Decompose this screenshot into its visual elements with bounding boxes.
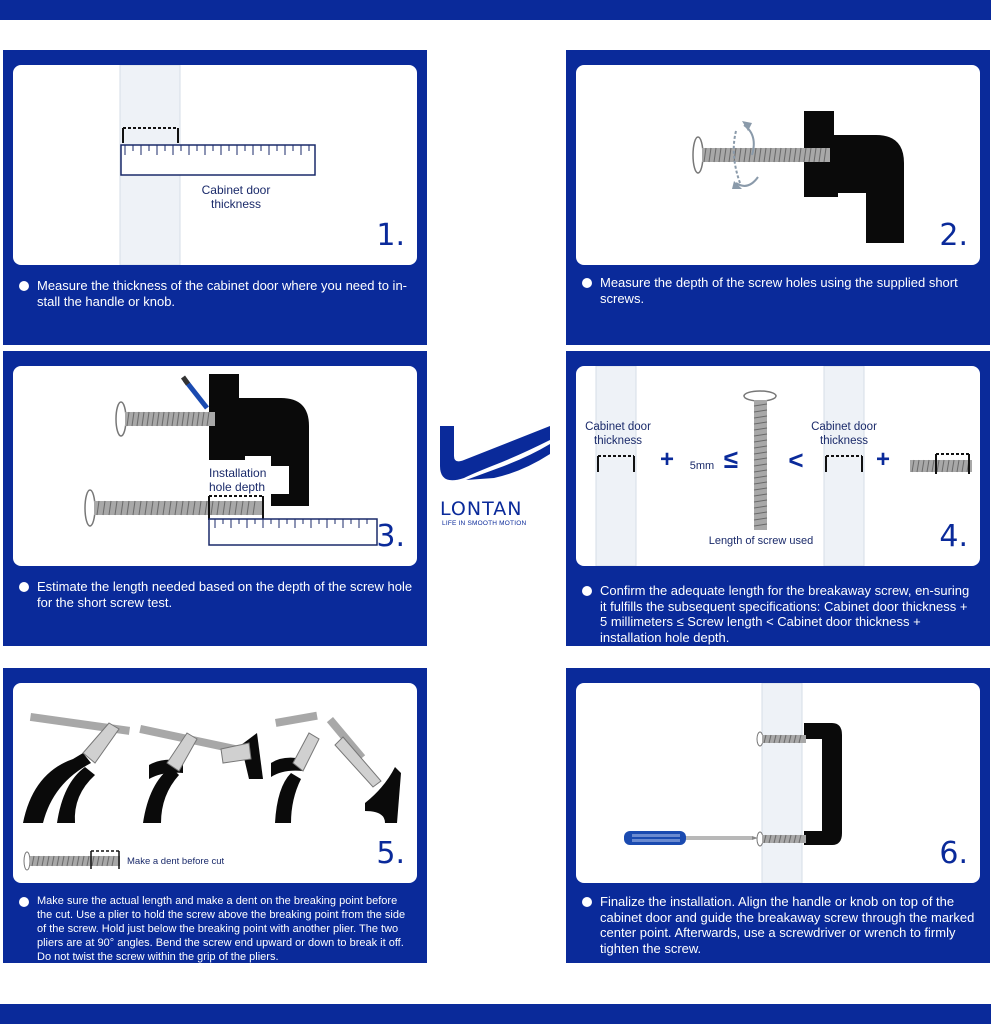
step-5-illustration: Make a dent before cut 5. bbox=[13, 683, 417, 883]
plus-symbol-b: + bbox=[875, 446, 890, 473]
step-3-text: Estimate the length needed based on the … bbox=[17, 579, 413, 610]
step-5-panel: Make a dent before cut 5. Make sure the … bbox=[3, 668, 427, 963]
step-2-text: Measure the depth of the screw holes usi… bbox=[580, 275, 976, 306]
top-band bbox=[0, 0, 991, 20]
handle-screw-depth-illustration bbox=[692, 111, 904, 243]
final-install-illustration bbox=[624, 683, 842, 883]
step-2-illustration: 2. bbox=[576, 65, 980, 265]
step-6-text: Finalize the installation. Align the han… bbox=[580, 894, 976, 956]
brand-tagline: LIFE IN SMOOTH MOTION bbox=[442, 520, 527, 527]
step-2-number: 2. bbox=[939, 218, 968, 253]
step-2-panel: 2. Measure the depth of the screw holes … bbox=[566, 50, 990, 345]
step-5-text: Make sure the actual length and make a d… bbox=[17, 894, 413, 964]
less-than-symbol: < bbox=[788, 445, 804, 475]
door-ruler-illustration bbox=[119, 65, 316, 265]
step-3-number: 3. bbox=[376, 519, 405, 554]
brand-name: LONTAN bbox=[440, 498, 523, 520]
step-1-number: 1. bbox=[376, 218, 405, 253]
dent-label: Make a dent before cut bbox=[127, 856, 225, 867]
step-4-text: Confirm the adequate length for the brea… bbox=[580, 583, 976, 645]
five-mm-label: 5mm bbox=[689, 460, 715, 472]
step-5-number: 5. bbox=[376, 836, 405, 871]
plus-symbol-a: + bbox=[659, 446, 674, 473]
pliers-break-illustration bbox=[23, 711, 401, 871]
lontan-logo: LONTAN LIFE IN SMOOTH MOTION bbox=[432, 420, 562, 535]
bottom-band bbox=[0, 1004, 991, 1024]
step-6-panel: 6. Finalize the installation. Align the … bbox=[566, 668, 990, 963]
step-4-number: 4. bbox=[939, 519, 968, 554]
screw-length-label: Length of screw used bbox=[708, 535, 814, 547]
step-6-number: 6. bbox=[939, 836, 968, 871]
screw-formula-illustration bbox=[595, 366, 972, 566]
step-6-illustration: 6. bbox=[576, 683, 980, 883]
step-1-text: Measure the thickness of the cabinet doo… bbox=[17, 278, 413, 309]
less-equal-symbol: ≤ bbox=[723, 444, 739, 474]
logo-mark-icon bbox=[440, 426, 550, 481]
